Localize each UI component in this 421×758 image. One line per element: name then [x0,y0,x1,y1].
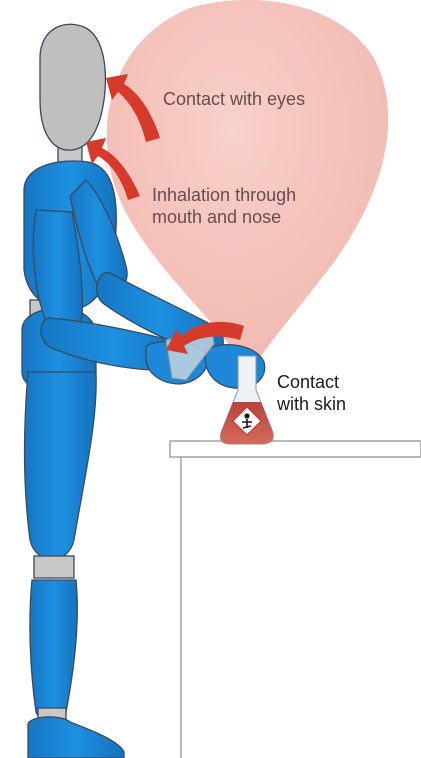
label-inhalation-line2: mouth and nose [152,206,296,228]
thigh [25,372,97,560]
shin [30,580,77,723]
label-contact-eyes: Contact with eyes [163,88,305,110]
label-skin-line2: with skin [277,393,346,415]
foot [28,717,124,758]
label-contact-skin: Contact with skin [277,371,346,415]
label-skin-line1: Contact [277,371,346,393]
label-inhalation: Inhalation through mouth and nose [152,184,296,228]
head [40,24,105,150]
label-eyes-text: Contact with eyes [163,88,305,110]
lab-bench [170,441,421,758]
label-inhalation-line1: Inhalation through [152,184,296,206]
